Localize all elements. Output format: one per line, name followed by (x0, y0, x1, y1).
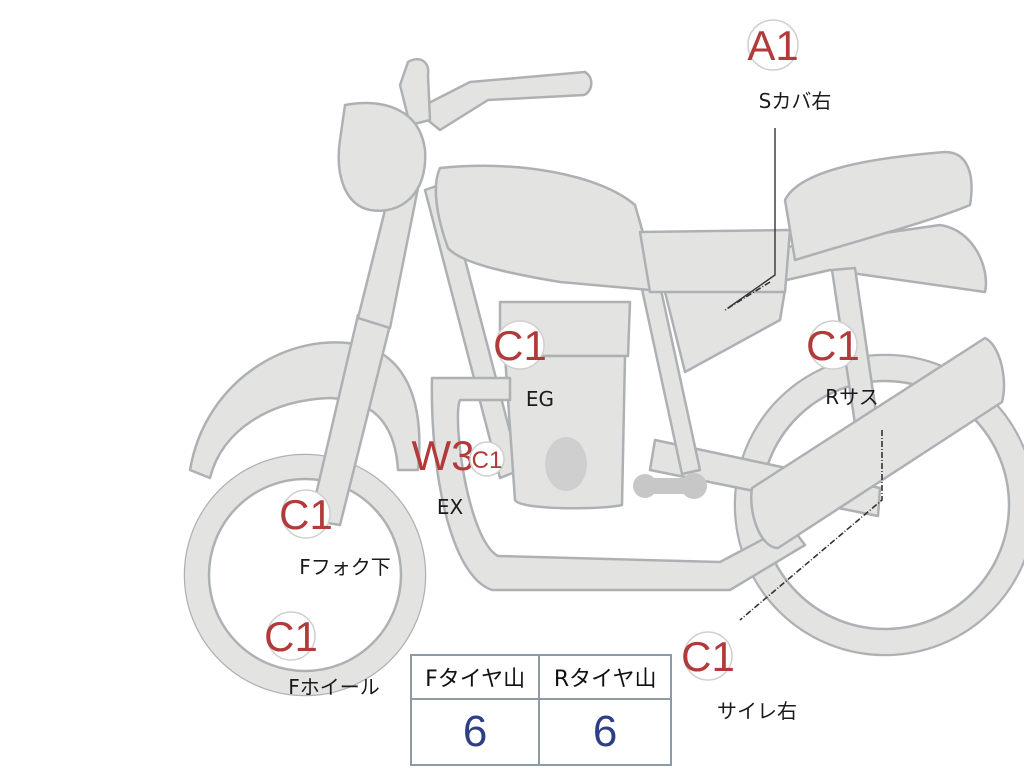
badge-c1-ex: C1 (469, 441, 505, 477)
rear-tire-value: 6 (538, 698, 672, 766)
svg-text:C1: C1 (493, 322, 547, 369)
svg-text:C1: C1 (681, 633, 735, 680)
handlebar-grip (398, 58, 432, 127)
leader-s-cover-dash (724, 281, 771, 311)
rear-tire-header: Rタイヤ山 (538, 654, 672, 700)
handlebar (413, 70, 593, 132)
headlight (337, 101, 427, 212)
label-silencer-right: サイレ右 (717, 699, 797, 723)
label-f-wheel: Fホイール (288, 675, 380, 699)
label-r-sus: Rサス (825, 385, 879, 409)
side-cover (663, 288, 787, 374)
svg-text:C1: C1 (279, 491, 333, 538)
svg-text:W3: W3 (412, 432, 475, 479)
label-s-cover-right: Sカバ右 (759, 89, 832, 113)
label-ex: EX (437, 495, 464, 519)
front-wheel (183, 453, 427, 697)
seat (783, 150, 973, 262)
badge-c1-silencer: C1 (681, 631, 735, 681)
badge-w3-ex: W3 (412, 432, 475, 479)
front-tire-header: Fタイヤ山 (409, 654, 541, 700)
engine (498, 300, 632, 510)
svg-text:C1: C1 (264, 613, 318, 660)
badge-c1-rsus: C1 (806, 320, 860, 370)
svg-text:A1: A1 (747, 22, 798, 69)
svg-text:C1: C1 (472, 447, 503, 474)
badge-c1-fwheel: C1 (264, 611, 318, 661)
tire-tread-table: Fタイヤ山 Rタイヤ山 6 6 (409, 654, 672, 766)
foot-peg (633, 473, 707, 499)
badge-c1-eg: C1 (493, 320, 547, 370)
muffler (749, 336, 1006, 550)
badge-c1-ffork: C1 (279, 489, 333, 539)
leader-silencer (739, 430, 883, 621)
front-tire-value: 6 (409, 698, 541, 766)
fuel-tank (434, 164, 652, 292)
svg-text:C1: C1 (806, 322, 860, 369)
label-eg: EG (526, 387, 554, 411)
badge-a1: A1 (747, 19, 799, 71)
label-f-fork-lower: Fフォク下 (299, 555, 391, 579)
leader-s-cover (727, 128, 776, 309)
tank-seat-bridge (638, 228, 792, 294)
